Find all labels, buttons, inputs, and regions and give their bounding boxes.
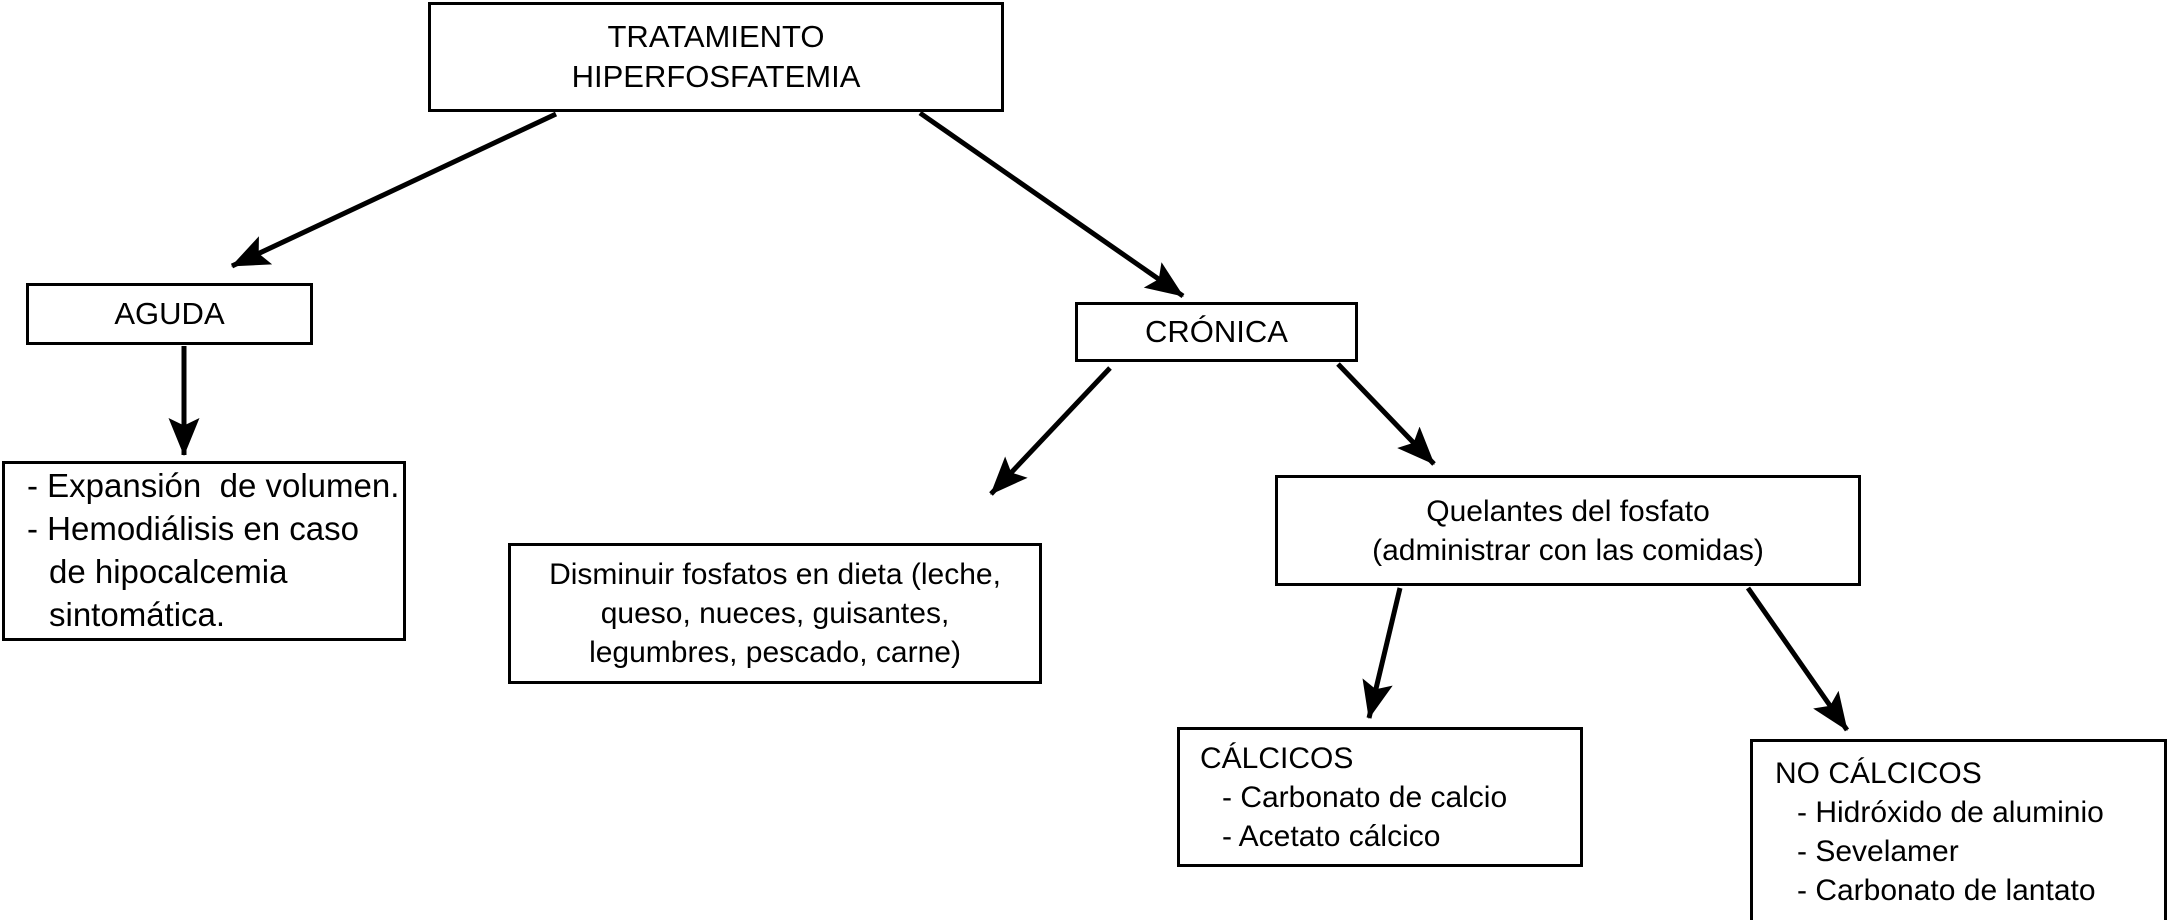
aguda-detail-line-2: - Hemodiálisis en caso	[27, 510, 359, 548]
no-calcicos-item-1: - Hidróxido de aluminio	[1797, 795, 2104, 829]
node-root-line-1: TRATAMIENTO	[607, 18, 825, 54]
calcicos-item-1: - Carbonato de calcio	[1222, 780, 1508, 814]
quelantes-line-2: (administrar con las comidas)	[1372, 533, 1764, 567]
node-quelantes[interactable]: Quelantes del fosfato (administrar con l…	[1275, 475, 1861, 586]
dieta-line-1: Disminuir fosfatos en dieta (leche,	[549, 558, 1001, 591]
edge-cronica-to-dieta	[989, 366, 1112, 496]
edge-root-to-aguda	[230, 111, 558, 269]
edge-cronica-to-quelantes	[1336, 362, 1436, 466]
node-aguda[interactable]: AGUDA	[26, 283, 313, 345]
edge-root-to-cronica	[918, 110, 1185, 299]
edge-quelantes-to-calcicos	[1362, 587, 1403, 719]
node-aguda-detail[interactable]: - Expansión de volumen. - Hemodiálisis e…	[2, 461, 406, 641]
node-root[interactable]: TRATAMIENTO HIPERFOSFATEMIA	[428, 2, 1004, 112]
node-cronica[interactable]: CRÓNICA	[1075, 302, 1358, 362]
calcicos-heading: CÁLCICOS	[1200, 741, 1354, 775]
quelantes-line-1: Quelantes del fosfato	[1426, 494, 1710, 528]
node-root-line-2: HIPERFOSFATEMIA	[571, 59, 861, 94]
aguda-detail-line-3: de hipocalcemia	[49, 553, 288, 590]
no-calcicos-item-3: - Carbonato de lantato	[1797, 873, 2096, 907]
dieta-line-3: legumbres, pescado, carne)	[589, 636, 961, 669]
node-aguda-label: AGUDA	[114, 295, 225, 331]
edge-quelantes-to-nocalcicos	[1745, 586, 1850, 732]
node-dieta[interactable]: Disminuir fosfatos en dieta (leche, ques…	[508, 543, 1042, 684]
dieta-line-2: queso, nueces, guisantes,	[600, 597, 950, 630]
aguda-detail-line-4: sintomática.	[49, 595, 226, 633]
node-no-calcicos[interactable]: NO CÁLCICOS - Hidróxido de aluminio - Se…	[1750, 739, 2167, 920]
calcicos-item-2: - Acetato cálcico	[1222, 819, 1441, 853]
aguda-detail-line-1: - Expansión de volumen.	[27, 467, 400, 505]
node-calcicos[interactable]: CÁLCICOS - Carbonato de calcio - Acetato…	[1177, 727, 1583, 867]
node-cronica-label: CRÓNICA	[1145, 313, 1288, 349]
no-calcicos-item-2: - Sevelamer	[1797, 834, 1959, 868]
no-calcicos-heading: NO CÁLCICOS	[1775, 756, 1982, 790]
